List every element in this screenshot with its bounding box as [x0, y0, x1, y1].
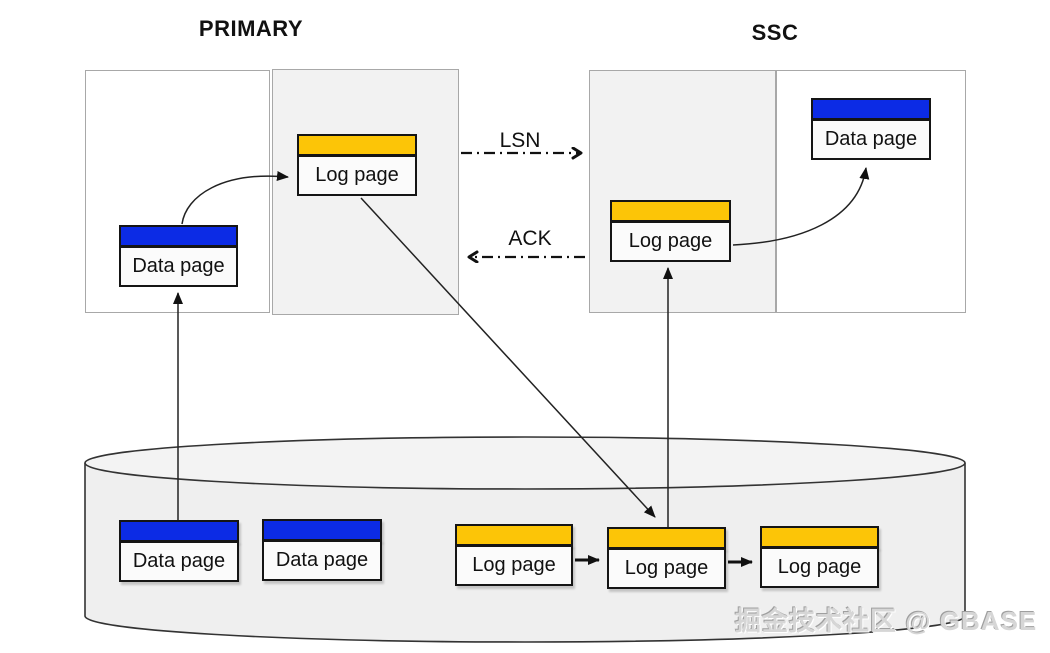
storage-log-page-1-header: [455, 524, 573, 546]
storage-log-page-2: Log page: [607, 527, 726, 589]
storage-data-page-2-header: [262, 519, 382, 541]
storage-log-page-3-label: Log page: [760, 547, 879, 588]
watermark: 掘金技术社区 @ GBASE: [735, 606, 1038, 636]
storage-data-page-1-label: Data page: [119, 541, 239, 582]
lsn-label: LSN: [499, 129, 541, 152]
ack-label: ACK: [508, 227, 552, 250]
storage-log-page-2-label: Log page: [607, 548, 726, 589]
storage-data-page-2: Data page: [262, 519, 382, 581]
ssc-data-page-header: [811, 98, 931, 120]
primary-log-page: Log page: [297, 134, 417, 196]
ssc-node-title: SSC: [751, 20, 799, 45]
cylinder-top-ellipse: [84, 436, 966, 490]
primary-data-page-header: [119, 225, 238, 247]
storage-log-page-3-header: [760, 526, 879, 548]
storage-log-page-3: Log page: [760, 526, 879, 588]
primary-log-page-header: [297, 134, 417, 156]
ssc-data-page: Data page: [811, 98, 931, 160]
ssc-log-page-header: [610, 200, 731, 222]
ssc-log-page-label: Log page: [610, 221, 731, 262]
storage-data-page-1-header: [119, 520, 239, 542]
storage-data-page-2-label: Data page: [262, 540, 382, 581]
primary-data-page: Data page: [119, 225, 238, 287]
storage-log-page-1-label: Log page: [455, 545, 573, 586]
primary-log-page-label: Log page: [297, 155, 417, 196]
storage-data-page-1: Data page: [119, 520, 239, 582]
ssc-log-panel: [589, 70, 776, 313]
ssc-data-page-label: Data page: [811, 119, 931, 160]
ssc-log-page: Log page: [610, 200, 731, 262]
primary-data-page-label: Data page: [119, 246, 238, 287]
primary-node-title: PRIMARY: [198, 16, 304, 41]
storage-log-page-1: Log page: [455, 524, 573, 586]
storage-log-page-2-header: [607, 527, 726, 549]
